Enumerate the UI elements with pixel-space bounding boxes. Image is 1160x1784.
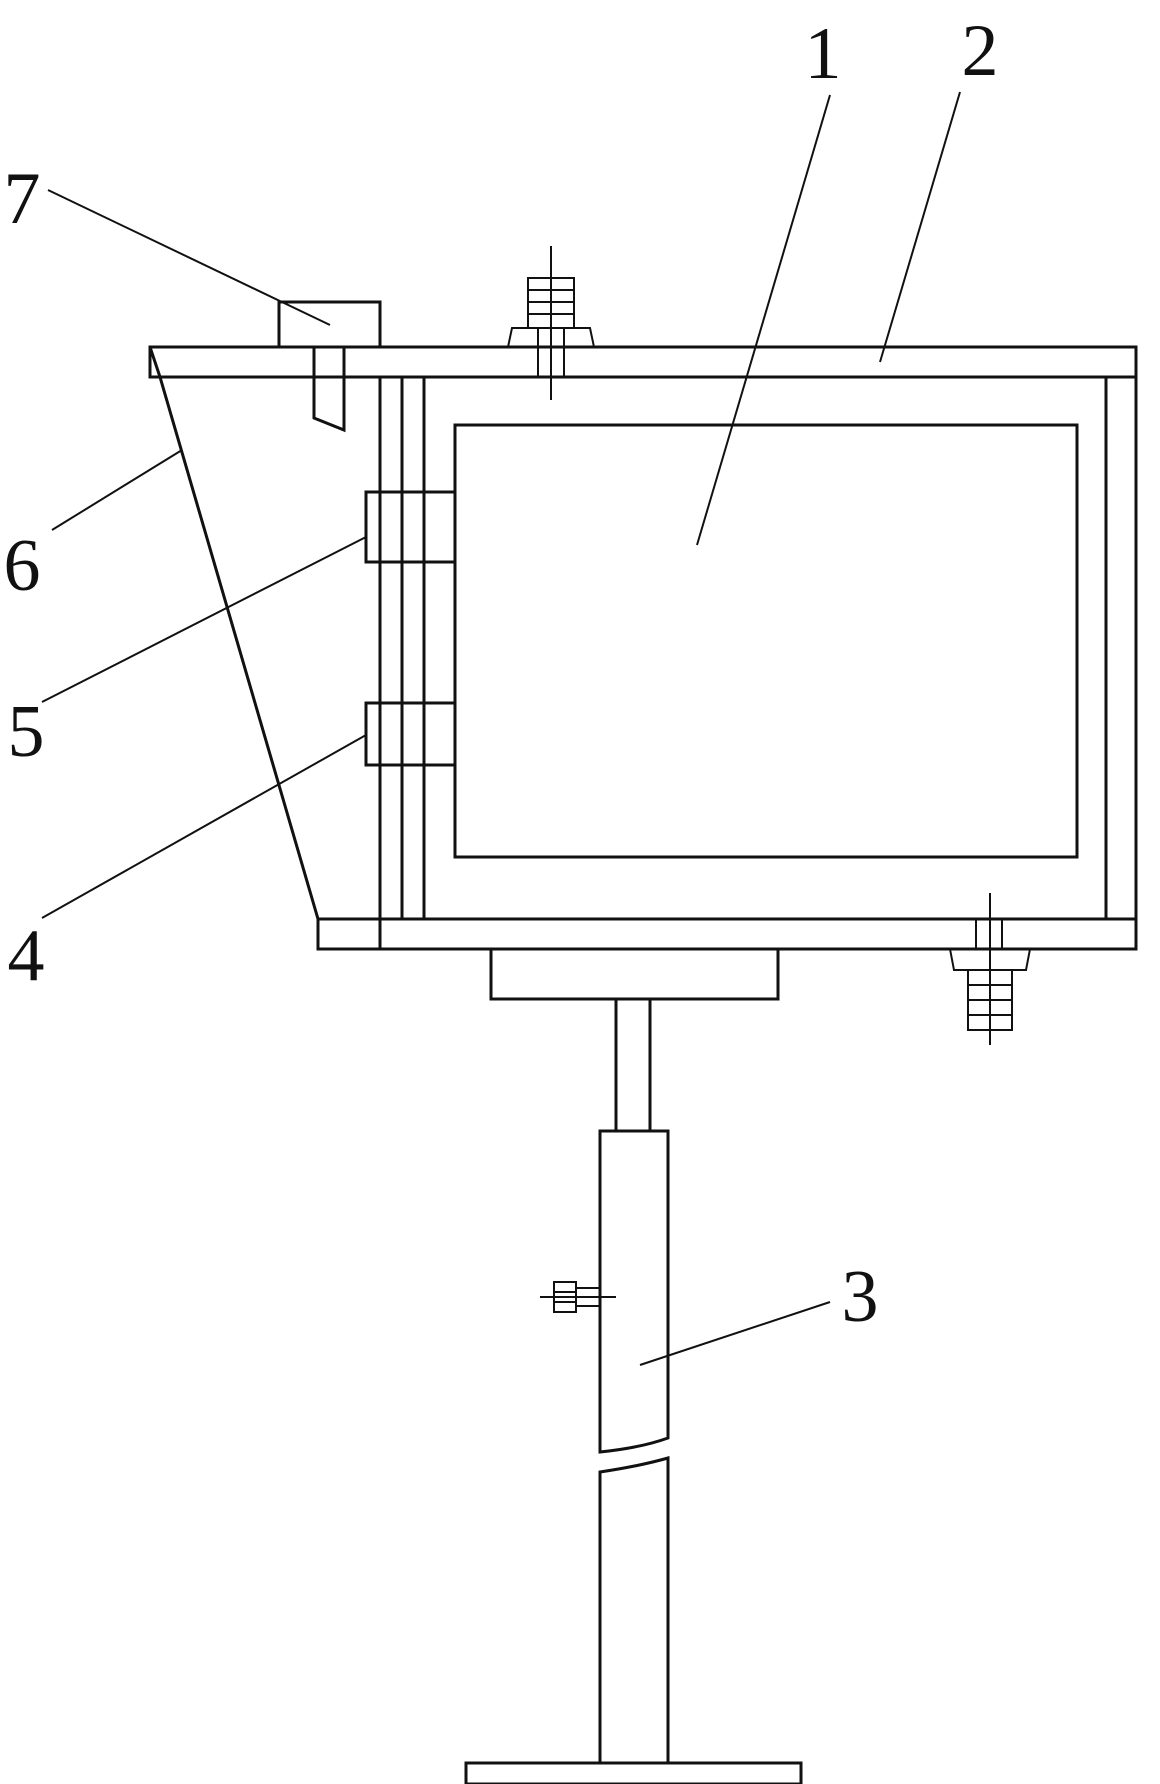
housing-bottom-wall: [316, 917, 1138, 951]
stand-inner-rod: [614, 997, 652, 1133]
divider-wall-left: [378, 375, 404, 921]
leader-5: [41, 536, 367, 703]
divider-wall-right: [400, 375, 426, 921]
funnel-chamber: [148, 346, 382, 951]
stand-outer-tube-upper: [598, 1129, 670, 1454]
leader-lines: [41, 91, 961, 1366]
stand-outer-tube-lower: [598, 1456, 670, 1765]
leader-3: [639, 1301, 831, 1366]
funnel-slanted-wall: [158, 376, 320, 920]
top-fitting: [506, 246, 596, 400]
label-part-2: 2: [962, 10, 999, 92]
inner-cavity: [422, 375, 1108, 921]
stand-base: [464, 1761, 803, 1784]
leader-4: [41, 734, 367, 919]
inner-block: [453, 423, 1079, 859]
part-labels: 1 2 3 4 5 6 7: [4, 10, 999, 1338]
bottom-fitting: [948, 893, 1032, 1045]
label-part-6: 6: [4, 525, 41, 607]
housing-top-wall: [148, 345, 1138, 379]
funnel-bottom-wall: [316, 917, 382, 951]
label-part-7: 7: [4, 158, 41, 240]
stand: [464, 947, 803, 1784]
housing-shell: [148, 345, 1138, 951]
label-part-1: 1: [805, 13, 842, 95]
set-screw-icon: [540, 1281, 616, 1313]
leader-6: [51, 449, 183, 531]
label-part-3: 3: [842, 1256, 879, 1338]
stand-mount-plate: [489, 947, 780, 1001]
leader-2: [879, 91, 961, 363]
connector-block-lower: [364, 701, 457, 767]
cap-spout: [312, 345, 346, 433]
housing-right-wall: [1104, 375, 1138, 921]
label-part-5: 5: [8, 691, 45, 773]
connector-block-upper: [364, 490, 457, 564]
cap: [277, 300, 382, 433]
leader-1: [696, 94, 831, 546]
leader-7: [47, 189, 331, 326]
label-part-4: 4: [8, 915, 45, 997]
